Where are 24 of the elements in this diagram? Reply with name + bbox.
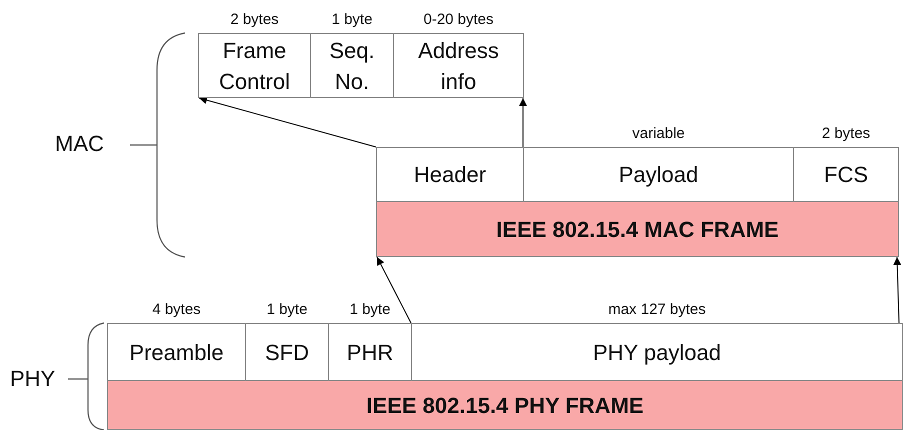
field-cell: Preamble — [107, 323, 246, 381]
size-label: 1 byte — [350, 301, 390, 318]
field-cell: PHY payload — [411, 323, 903, 381]
frame-bar: IEEE 802.15.4 PHY FRAME — [107, 380, 903, 430]
size-label: 2 bytes — [822, 125, 870, 142]
field-cell: Frame Control — [198, 33, 311, 98]
arrow — [198, 96, 376, 148]
arrow — [519, 98, 527, 148]
size-label: 1 byte — [266, 301, 308, 318]
field-cell: FCS — [793, 147, 899, 202]
size-label: max 127 bytes — [608, 301, 706, 318]
layer-label: MAC — [55, 131, 104, 157]
layer-label: PHY — [10, 366, 56, 392]
size-label: 0-20 bytes — [423, 11, 494, 28]
size-label: 2 bytes — [230, 11, 279, 28]
size-label: variable — [632, 125, 685, 142]
arrow — [376, 256, 412, 324]
field-cell: Seq. No. — [310, 33, 394, 98]
field-cell: Address info — [393, 33, 524, 98]
size-label: 4 bytes — [152, 301, 201, 318]
frame-bar: IEEE 802.15.4 MAC FRAME — [376, 201, 899, 257]
field-cell: Header — [376, 147, 524, 202]
arrow — [893, 256, 902, 324]
size-label: 1 byte — [332, 11, 372, 28]
